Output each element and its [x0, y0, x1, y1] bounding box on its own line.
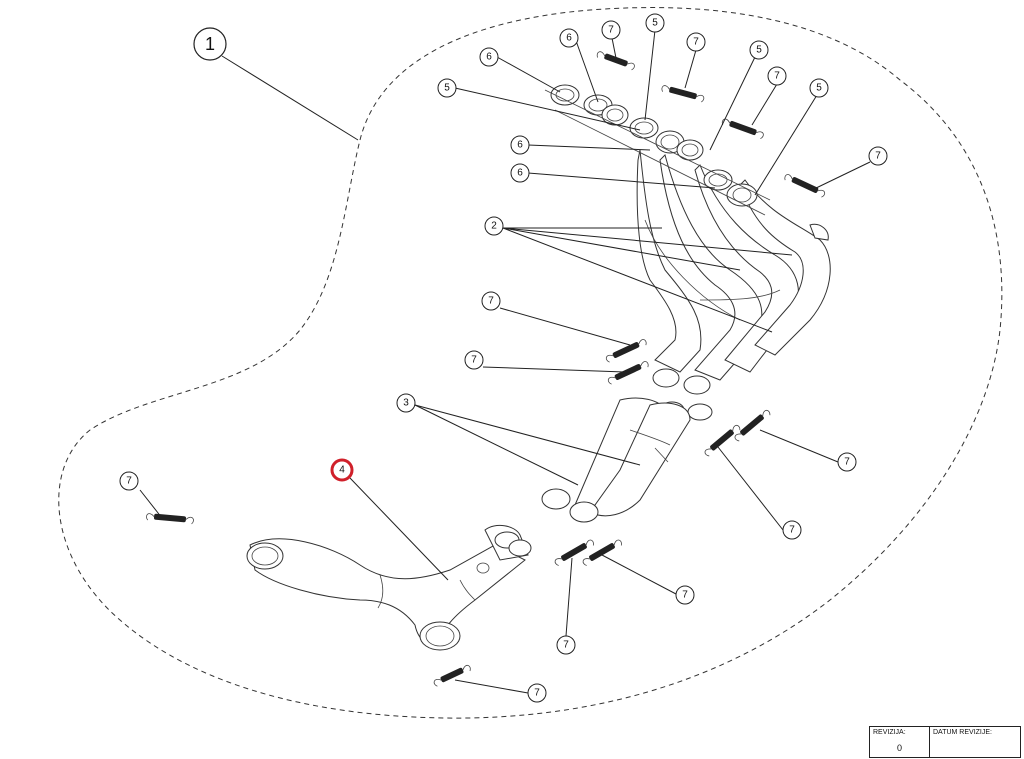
svg-text:5: 5 — [444, 83, 450, 94]
svg-text:7: 7 — [844, 457, 850, 468]
svg-text:6: 6 — [517, 140, 523, 151]
svg-text:1: 1 — [205, 34, 215, 54]
callout-header: 2 — [484, 216, 504, 236]
header-pipes — [636, 149, 831, 421]
callout-link-pipe: 3 — [396, 393, 416, 413]
callout-spring: 7 — [527, 683, 547, 703]
svg-text:7: 7 — [563, 640, 569, 651]
callout-spring: 7 — [556, 635, 576, 655]
svg-text:5: 5 — [816, 83, 822, 94]
callout-gasket-small: 6 — [510, 135, 530, 155]
callout-spring: 7 — [601, 20, 621, 40]
mid-pipe-part — [246, 524, 532, 651]
svg-text:7: 7 — [774, 71, 780, 82]
svg-text:7: 7 — [693, 37, 699, 48]
spring-icon — [784, 174, 826, 198]
svg-text:7: 7 — [471, 355, 477, 366]
svg-text:7: 7 — [682, 590, 688, 601]
spring-icon — [721, 118, 764, 139]
callout-spring: 7 — [767, 66, 787, 86]
callout-spring: 7 — [837, 452, 857, 472]
spring-icon — [596, 51, 635, 71]
svg-text:7: 7 — [126, 476, 132, 487]
springs — [146, 51, 826, 687]
callouts: 1 6 6 6 6 5 5 5 5 2 3 4 7 7 7 7 7 7 7 7 … — [119, 13, 888, 703]
spring-icon — [704, 424, 741, 457]
callout-spring: 7 — [481, 291, 501, 311]
svg-text:7: 7 — [608, 25, 614, 36]
svg-text:7: 7 — [488, 296, 494, 307]
revision-date-header: DATUM REVIZIJE: — [933, 729, 992, 736]
callout-spring: 7 — [686, 32, 706, 52]
spring-icon — [734, 409, 771, 442]
callout-gasket-small: 6 — [510, 163, 530, 183]
revision-value: 0 — [896, 743, 902, 753]
callout-spring: 7 — [868, 146, 888, 166]
callout-gasket-large: 5 — [437, 78, 457, 98]
spring-icon — [554, 539, 594, 566]
callout-spring: 7 — [464, 350, 484, 370]
link-pipe — [541, 397, 691, 523]
svg-text:5: 5 — [756, 45, 762, 56]
leader-lines — [139, 29, 871, 694]
revision-date-cell: DATUM REVIZIJE: — [930, 727, 1020, 757]
callout-assembly: 1 — [193, 27, 227, 61]
spring-icon — [433, 664, 471, 687]
svg-text:7: 7 — [534, 688, 540, 699]
revision-cell: REVIZIJA: 0 — [870, 727, 930, 757]
revision-table: REVIZIJA: 0 DATUM REVIZIJE: — [869, 726, 1021, 758]
callout-gasket-small: 6 — [559, 28, 579, 48]
callout-spring: 7 — [782, 520, 802, 540]
revision-header: REVIZIJA: — [873, 729, 906, 736]
svg-text:6: 6 — [486, 52, 492, 63]
spring-icon — [607, 361, 649, 385]
svg-text:6: 6 — [566, 33, 572, 44]
svg-text:7: 7 — [789, 525, 795, 536]
spring-icon — [146, 513, 194, 525]
svg-text:5: 5 — [652, 18, 658, 29]
callout-gasket-large: 5 — [809, 78, 829, 98]
callout-spring: 7 — [119, 471, 139, 491]
callout-gasket-large: 5 — [749, 40, 769, 60]
gasket-row — [544, 84, 771, 216]
callout-gasket-large: 5 — [645, 13, 665, 33]
svg-text:3: 3 — [403, 398, 409, 409]
svg-text:6: 6 — [517, 168, 523, 179]
spring-icon — [605, 339, 647, 363]
svg-text:7: 7 — [875, 151, 881, 162]
spring-icon — [661, 85, 705, 103]
callout-spring: 7 — [675, 585, 695, 605]
callout-highlighted-part: 4 — [330, 458, 354, 482]
svg-text:4: 4 — [339, 465, 345, 476]
callout-gasket-small: 6 — [479, 47, 499, 67]
assembly-boundary — [58, 7, 1003, 719]
spring-icon — [582, 539, 622, 566]
svg-text:2: 2 — [491, 221, 497, 232]
